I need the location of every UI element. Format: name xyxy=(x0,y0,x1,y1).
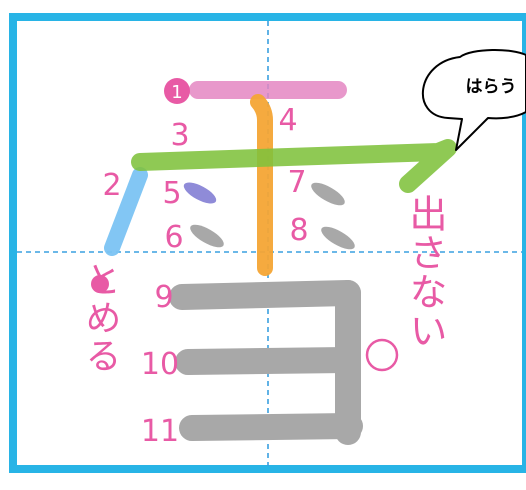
harau-speech-bubble xyxy=(421,48,526,151)
tomeru-dot-marker xyxy=(91,275,109,293)
stroke-4 xyxy=(250,94,273,276)
stroke-number-6: 6 xyxy=(164,220,183,255)
stroke-10 xyxy=(175,347,359,375)
dasanai-circle-marker xyxy=(365,338,399,372)
stroke-number-2: 2 xyxy=(102,168,121,203)
stroke-5 xyxy=(183,182,217,204)
stroke-6 xyxy=(190,224,224,248)
stroke-number-10: 10 xyxy=(141,347,179,382)
stroke-number-3: 3 xyxy=(170,118,189,153)
card-frame xyxy=(9,13,526,473)
stroke-2 xyxy=(104,167,148,256)
harau-note: はらう xyxy=(466,77,517,97)
stroke-1-start-circle xyxy=(164,78,190,104)
stroke-number-4: 4 xyxy=(278,103,297,138)
stroke-number-9: 9 xyxy=(154,280,173,315)
tomeru-note: とめる xyxy=(80,261,121,375)
stroke-number-8: 8 xyxy=(289,213,308,248)
stroke-number-7: 7 xyxy=(287,165,306,200)
stroke-number-11: 11 xyxy=(141,414,179,449)
dasanai-note: 出さない xyxy=(403,194,447,350)
stroke-number-1: 1 xyxy=(171,82,182,103)
stroke-3 xyxy=(131,139,457,193)
stroke-9 xyxy=(169,280,361,310)
stroke-7 xyxy=(311,182,345,206)
stroke-number-5: 5 xyxy=(162,176,181,211)
stroke-11 xyxy=(179,413,363,441)
stroke-8 xyxy=(321,226,355,250)
